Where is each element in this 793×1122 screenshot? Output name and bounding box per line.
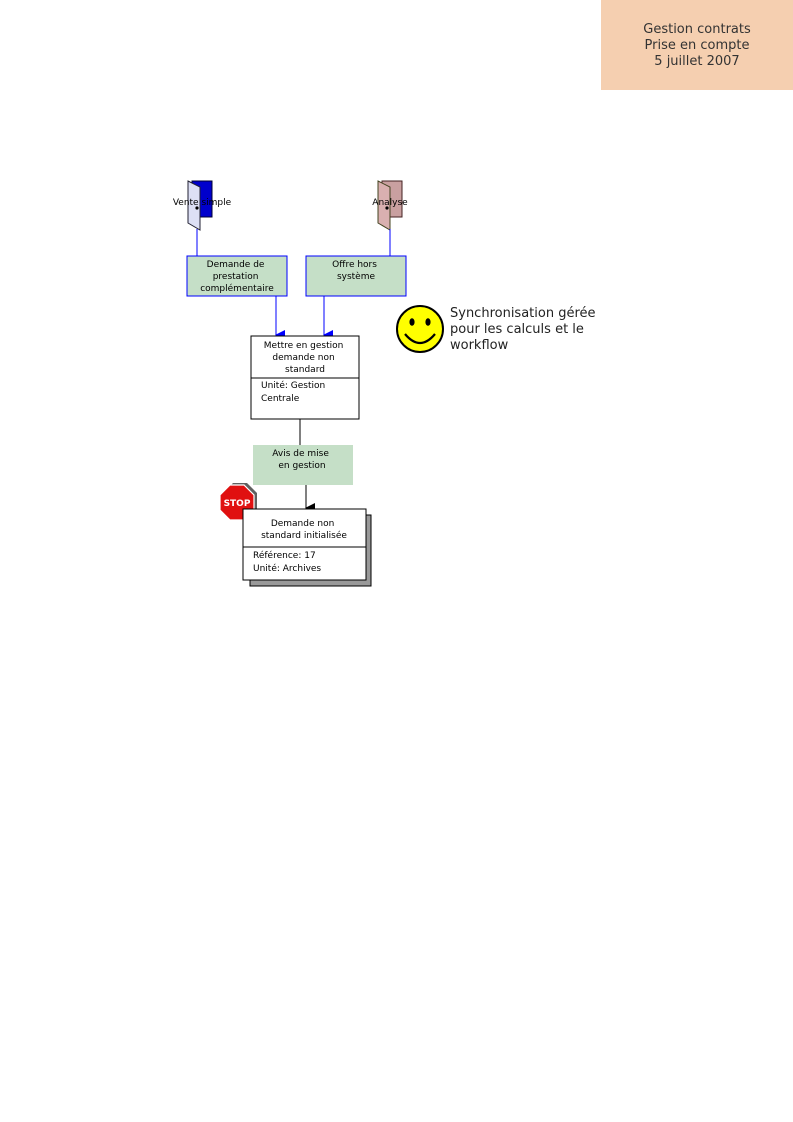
msg-avis-line-1: Avis de mise (272, 449, 329, 459)
header-line-1: Gestion contrats (643, 22, 751, 37)
msg-prestation-line-1: Demande de (207, 260, 265, 270)
process-mettre-en-gestion: Mettre en gestion demande non standard U… (250, 335, 360, 420)
result-title-line-2: standard initialisée (261, 530, 347, 541)
result-detail-line-1: Référence: 17 (253, 550, 316, 561)
actor-vente-label: Vente simple (173, 198, 232, 208)
process-title-line-2: demande non (272, 353, 334, 363)
header-line-2: Prise en compte (644, 38, 750, 53)
svg-text:Référence: 17 Unité: Arc: Référence: 17 Unité: Archives (253, 550, 321, 574)
message-offre-hors-systeme: Offre hors système (305, 255, 407, 297)
svg-text:Demande non standard ini: Demande non standard initialisée (261, 519, 347, 541)
header-line-3: 5 juillet 2007 (654, 54, 740, 69)
svg-text:Unité: Gestion Centrale: Unité: Gestion Centrale (261, 380, 328, 404)
process-detail-line-1: Unité: Gestion (261, 380, 325, 391)
message-demande-prestation: Demande de prestation complémentaire (186, 255, 288, 297)
process-title-line-3: standard (285, 365, 325, 375)
message-avis-mise-en-gestion: Avis de mise en gestion (253, 445, 353, 485)
smiley-icon (396, 305, 444, 353)
msg-offre-line-2: système (337, 271, 376, 282)
process-detail-line-2: Centrale (261, 394, 300, 404)
result-demande-initialisee: Demande non standard initialisée Référen… (242, 508, 372, 587)
svg-text:Demande de prestation: Demande de prestation complémentaire (200, 260, 274, 294)
result-title-line-1: Demande non (271, 519, 334, 529)
actor-analyse-label: Analyse (372, 198, 408, 208)
actor-analyse: Analyse (372, 180, 408, 231)
stop-label: STOP (224, 499, 251, 509)
synchronisation-note: Synchronisation gérée pour les calculs e… (450, 306, 596, 353)
process-title-line-1: Mettre en gestion (264, 341, 344, 351)
svg-text:Mettre en gestion demand: Mettre en gestion demande non standard (264, 341, 346, 375)
msg-prestation-line-3: complémentaire (200, 283, 274, 294)
svg-text:Avis de mise en gestion: Avis de mise en gestion (272, 449, 332, 471)
svg-text:Offre hors système: Offre hors système (332, 260, 380, 282)
msg-avis-line-2: en gestion (278, 461, 325, 471)
msg-offre-line-1: Offre hors (332, 260, 377, 270)
result-detail-line-2: Unité: Archives (253, 563, 321, 574)
header-box: Gestion contrats Prise en compte 5 juill… (601, 0, 793, 90)
actor-vente-simple: Vente simple (173, 180, 232, 231)
msg-prestation-line-2: prestation (213, 272, 259, 282)
